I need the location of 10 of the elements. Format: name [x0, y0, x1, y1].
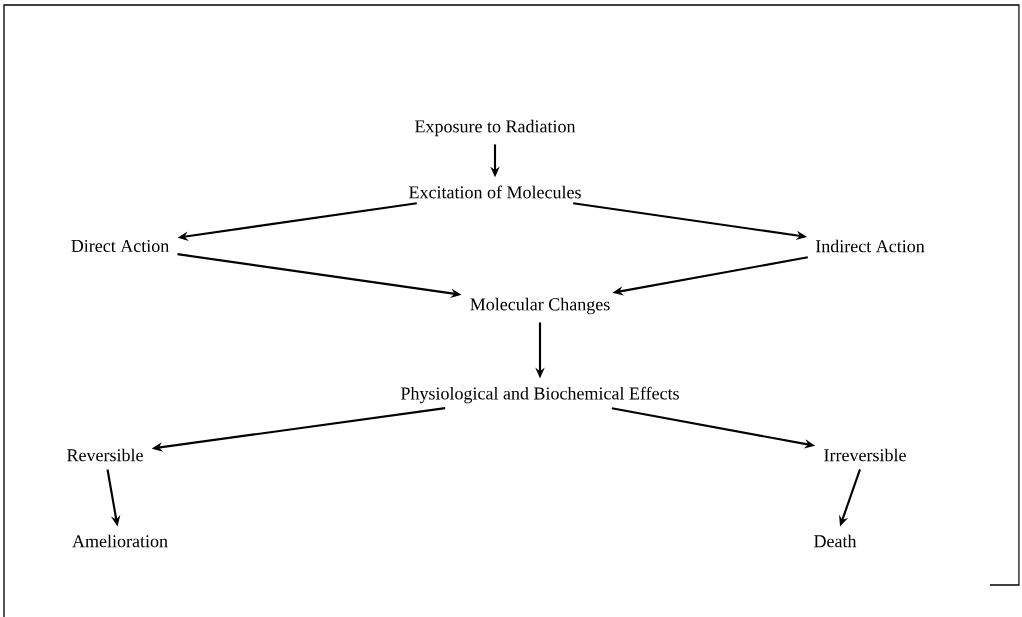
node-label: Direct Action — [71, 239, 169, 253]
node-label: Amelioration — [72, 534, 168, 548]
node-label: Irreversible — [824, 448, 906, 462]
node-label: Reversible — [67, 448, 143, 462]
node-label: Exposure to Radiation — [415, 119, 576, 137]
node-label: Death — [814, 534, 857, 548]
node-label: Excitation of Molecules — [409, 185, 581, 199]
node-label: Molecular Changes — [470, 297, 610, 315]
node-label: Physiological and Biochemical Effects — [401, 386, 679, 404]
node-label: Indirect Action — [815, 239, 925, 253]
